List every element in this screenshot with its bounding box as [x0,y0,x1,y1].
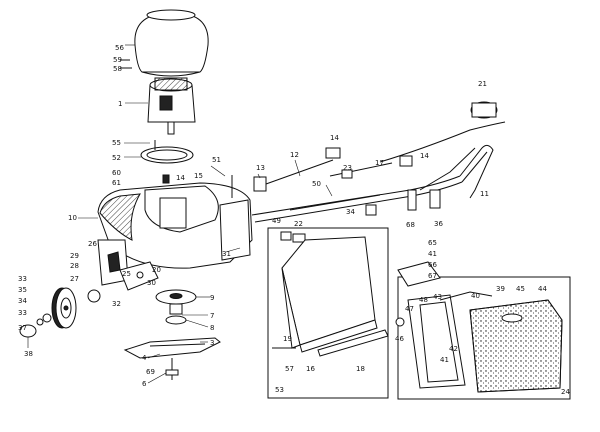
callout: 32 [112,300,121,308]
callout: 6 [142,380,147,388]
callout: 14 [176,174,185,182]
callout: 41 [440,356,449,364]
callout: 56 [115,44,124,52]
callout: 19 [283,335,292,343]
blade [123,337,221,380]
motor-cover [134,9,209,77]
callout: 1 [118,100,122,108]
callout: 29 [70,252,79,260]
callout: 33 [18,275,27,283]
wheel-bracket [97,239,129,286]
blade-hub [155,289,197,325]
callout: 39 [496,285,505,293]
callout: 36 [434,220,443,228]
callout: 15 [194,172,203,180]
callout-labels: 56 59 58 1 55 52 60 61 10 14 15 51 13 12… [18,44,570,396]
mower-deck [97,174,253,269]
callout: 28 [70,262,79,270]
callout: 58 [113,65,122,73]
clip-parts [280,231,306,243]
callout: 68 [406,221,415,229]
callout: 38 [24,350,33,358]
callout: 8 [210,324,214,332]
wheel [19,287,77,338]
callout: 16 [306,365,315,373]
callout: 50 [312,180,321,188]
callout: 3 [210,339,214,347]
callout: 66 [428,261,437,269]
callout: 69 [146,368,155,376]
callout: 30 [147,279,156,287]
callout: 27 [70,275,79,283]
height-adjuster [87,261,159,303]
handle-bracket [219,175,251,261]
callout: 52 [112,154,121,162]
leader-lines [27,44,333,384]
callout: 4 [142,354,147,362]
callout: 7 [210,312,214,320]
callout: 10 [68,214,77,222]
callout: 59 [113,56,122,64]
callout: 42 [449,345,458,353]
callout: 65 [428,239,437,247]
callout: 24 [561,388,570,396]
callout: 13 [256,164,265,172]
callout: 35 [18,286,27,294]
callout: 60 [112,169,121,177]
callout: 9 [210,294,214,302]
callout: 26 [88,240,97,248]
grass-box-frame [267,227,389,399]
callout: 48 [419,296,428,304]
callout: 34 [346,208,355,216]
callout: 14 [420,152,429,160]
callout: 20 [152,266,161,274]
callout: 31 [222,250,231,258]
callout: 57 [285,365,294,373]
callout: 49 [272,217,281,225]
callout: 46 [395,335,404,343]
callout: 34 [18,297,27,305]
callout: 45 [516,285,525,293]
callout: 53 [275,386,284,394]
callout: 22 [294,220,303,228]
callout: 21 [478,80,487,88]
callout: 40 [471,292,480,300]
callout: 11 [480,190,489,198]
callout: 18 [356,365,365,373]
cover-screw [120,59,132,69]
callout: 47 [405,305,414,313]
callout: 17 [375,159,384,167]
handle-assembly [251,101,506,223]
callout: 51 [212,156,221,164]
callout: 67 [428,272,437,280]
motor [147,77,196,135]
callout: 25 [122,270,131,278]
callout: 23 [343,164,352,172]
callout: 33 [18,309,27,317]
callout: 44 [538,285,547,293]
callout: 41 [428,250,437,258]
motor-clamp-ring [140,140,194,164]
grass-catcher-frame [395,261,571,400]
callout: 37 [18,324,27,332]
callout: 43 [433,293,442,301]
callout: 12 [290,151,299,159]
callout: 55 [112,139,121,147]
callout: 61 [112,179,121,187]
callout: 14 [330,134,339,142]
